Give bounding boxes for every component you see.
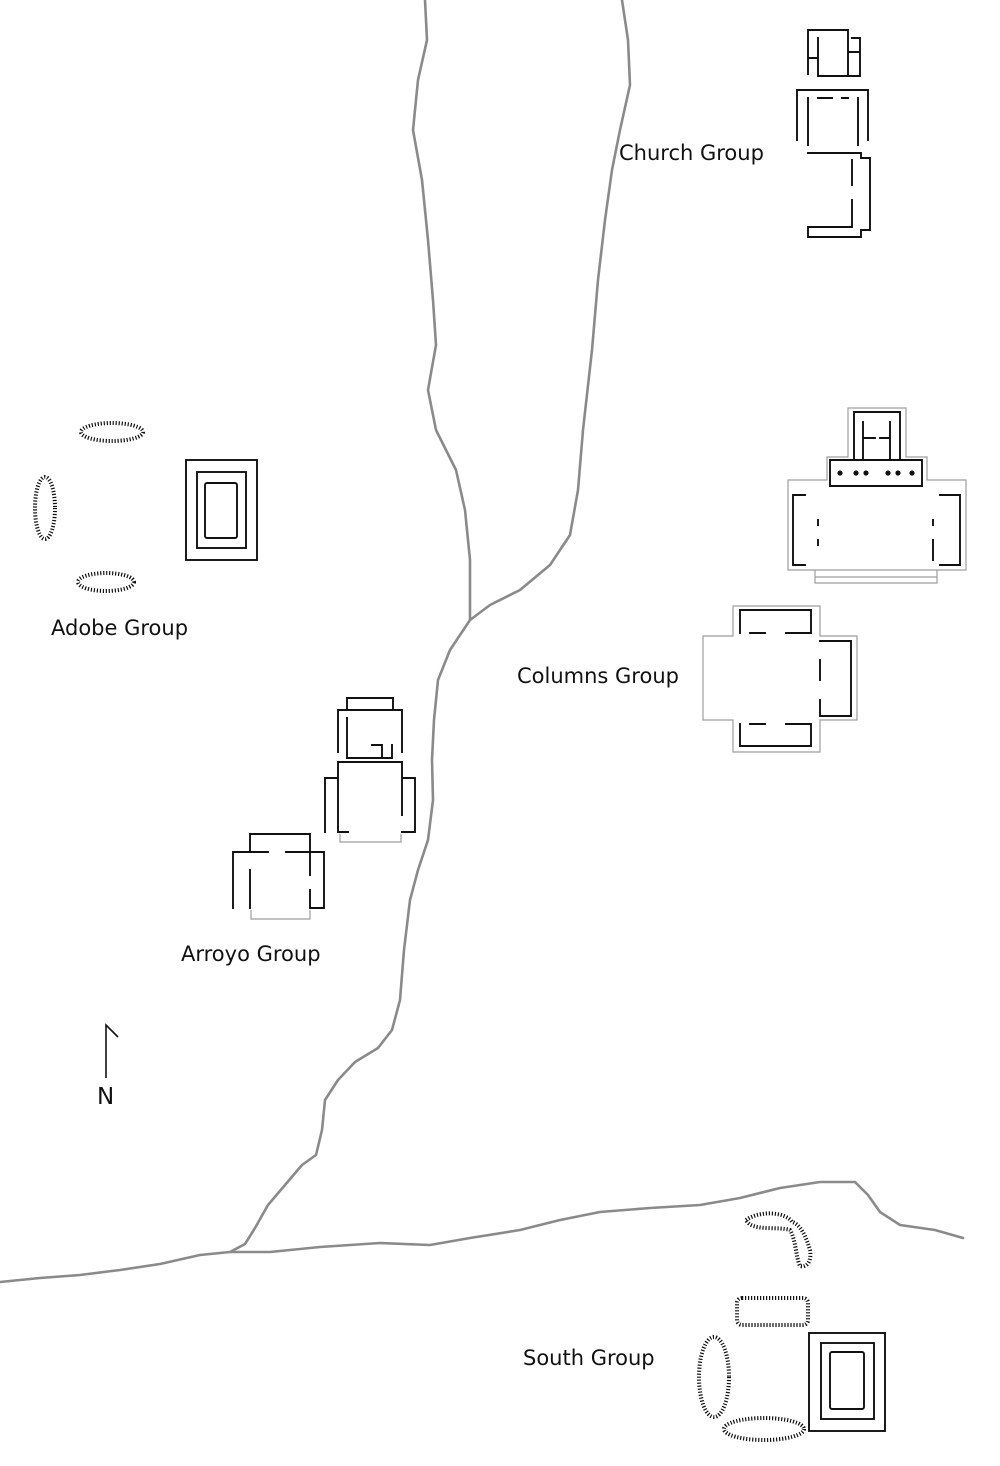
label-columns-group: Columns Group bbox=[517, 664, 679, 688]
south-group-ruins bbox=[697, 1211, 886, 1442]
south-platform-middle bbox=[820, 1342, 875, 1420]
church-room-north bbox=[807, 29, 861, 77]
colonnade-side-rooms bbox=[792, 494, 961, 566]
north-arrow-icon bbox=[105, 1023, 119, 1078]
south-mound-south bbox=[722, 1416, 806, 1442]
label-arroyo-group: Arroyo Group bbox=[181, 942, 321, 966]
adobe-mound-north bbox=[79, 421, 145, 443]
label-church-group: Church Group bbox=[619, 141, 764, 165]
adobe-platform-outer bbox=[185, 459, 258, 561]
south-mound-north-east bbox=[743, 1211, 813, 1269]
arroyo-east-branch bbox=[468, 0, 632, 622]
colonnade-south-platform bbox=[814, 570, 938, 584]
colonnade-columns bbox=[837, 470, 915, 476]
north-arrow-label: N bbox=[97, 1084, 114, 1110]
arroyo-room-middle-platform bbox=[339, 834, 402, 843]
arroyo-room-north bbox=[337, 697, 403, 759]
north-arrow: N bbox=[97, 1023, 119, 1110]
adobe-platform-inner bbox=[204, 482, 238, 539]
church-room-middle bbox=[796, 89, 869, 146]
label-adobe-group: Adobe Group bbox=[51, 616, 188, 640]
adobe-group-ruins bbox=[33, 421, 258, 593]
columns-group-ruins bbox=[702, 407, 967, 753]
arroyo-main-channel bbox=[228, 618, 472, 1254]
river-network bbox=[0, 0, 965, 1284]
label-south-group: South Group bbox=[523, 1346, 655, 1370]
arroyo-group-ruins bbox=[232, 697, 416, 920]
colonnade-building-rooms bbox=[829, 411, 923, 487]
river-main bbox=[0, 1180, 965, 1284]
arroyo-room-south bbox=[232, 833, 325, 909]
arroyo-room-middle bbox=[324, 761, 416, 833]
south-platform-inner bbox=[829, 1351, 865, 1410]
adobe-mound-south bbox=[76, 571, 136, 593]
colonnade-building-outline bbox=[787, 407, 967, 571]
south-mound-west bbox=[697, 1335, 731, 1419]
south-mound-north bbox=[735, 1296, 810, 1327]
cross-building-walls bbox=[739, 609, 852, 747]
arroyo-west-branch bbox=[411, 0, 472, 622]
church-room-south bbox=[807, 152, 871, 238]
cross-building-outline bbox=[702, 605, 858, 753]
adobe-mound-west bbox=[33, 475, 57, 541]
arroyo-room-south-platform bbox=[250, 910, 311, 920]
adobe-platform-middle bbox=[196, 471, 247, 549]
south-platform-outer bbox=[808, 1332, 886, 1432]
church-group-ruins bbox=[796, 29, 871, 238]
